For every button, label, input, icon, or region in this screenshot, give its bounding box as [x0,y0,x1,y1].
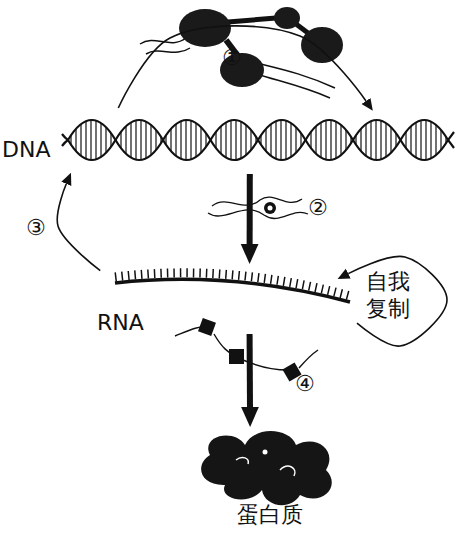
diagram-node: RNA [95,262,357,334]
node-label: 蛋白质 [237,503,303,527]
rna-strand [115,273,350,302]
flow-arrow [348,256,447,346]
transcription-strands [208,197,308,218]
process-label: 自我 复制 [366,268,418,322]
process-arrow [247,174,253,244]
callout-number: ① [222,44,242,71]
replication-enzymes [140,7,343,98]
dna-helix [62,120,454,160]
diagram-node: 蛋白质 [195,425,340,530]
callout-number: ③ [26,214,46,241]
flow-arrow [118,26,366,108]
diagram-node: DNA [0,108,455,174]
flow-arrow [57,184,100,271]
node-label: DNA [2,138,50,162]
protein-blob [201,431,332,505]
node-label: RNA [97,311,144,335]
callout-number: ④ [295,370,315,397]
callout-number: ② [308,194,328,221]
process-arrow [247,334,253,407]
